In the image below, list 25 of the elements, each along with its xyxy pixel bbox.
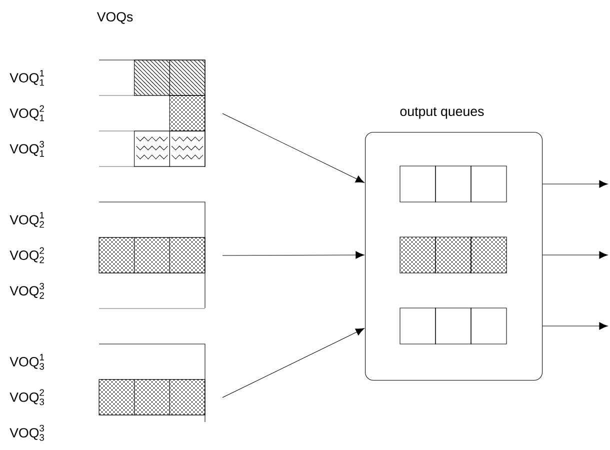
arrow	[222, 251, 364, 259]
arrow	[222, 113, 364, 183]
queue-label: $\text{VOQ}^{\text{2}}_{\text{3}}$	[10, 389, 44, 406]
output-queue-drawing	[400, 236, 436, 274]
heading: VOQs	[96, 12, 133, 24]
arrow	[222, 328, 364, 398]
arrow	[542, 180, 608, 188]
voq-queue-drawing	[134, 60, 170, 96]
queue-label: $\text{VOQ}^{\text{2}}_{\text{2}}$	[10, 247, 44, 264]
queue-label: $\text{VOQ}^{\text{2}}_{\text{1}}$	[10, 105, 44, 122]
queue-label: $\text{VOQ}^{\text{1}}_{\text{1}}$	[10, 70, 44, 86]
queue-label: $\text{VOQ}^{\text{3}}_{\text{1}}$	[10, 140, 44, 157]
heading: output queues	[400, 107, 484, 119]
arrow	[542, 322, 608, 330]
queue-label: $\text{VOQ}^{\text{3}}_{\text{3}}$	[10, 424, 44, 441]
output-queue-drawing	[435, 236, 472, 274]
queue-label: $\text{VOQ}^{\text{1}}_{\text{3}}$	[10, 354, 44, 370]
voq-queue-drawing	[134, 379, 170, 416]
voq-queue-drawing	[98, 379, 135, 416]
queue-label: $\text{VOQ}^{\text{1}}_{\text{2}}$	[10, 212, 44, 228]
voq-queue-drawing	[134, 237, 170, 274]
queue-label: $\text{VOQ}^{\text{3}}_{\text{2}}$	[10, 282, 44, 299]
voq-queue-drawing	[169, 60, 206, 96]
voq-queue-drawing	[98, 237, 135, 274]
arrow	[542, 251, 608, 259]
